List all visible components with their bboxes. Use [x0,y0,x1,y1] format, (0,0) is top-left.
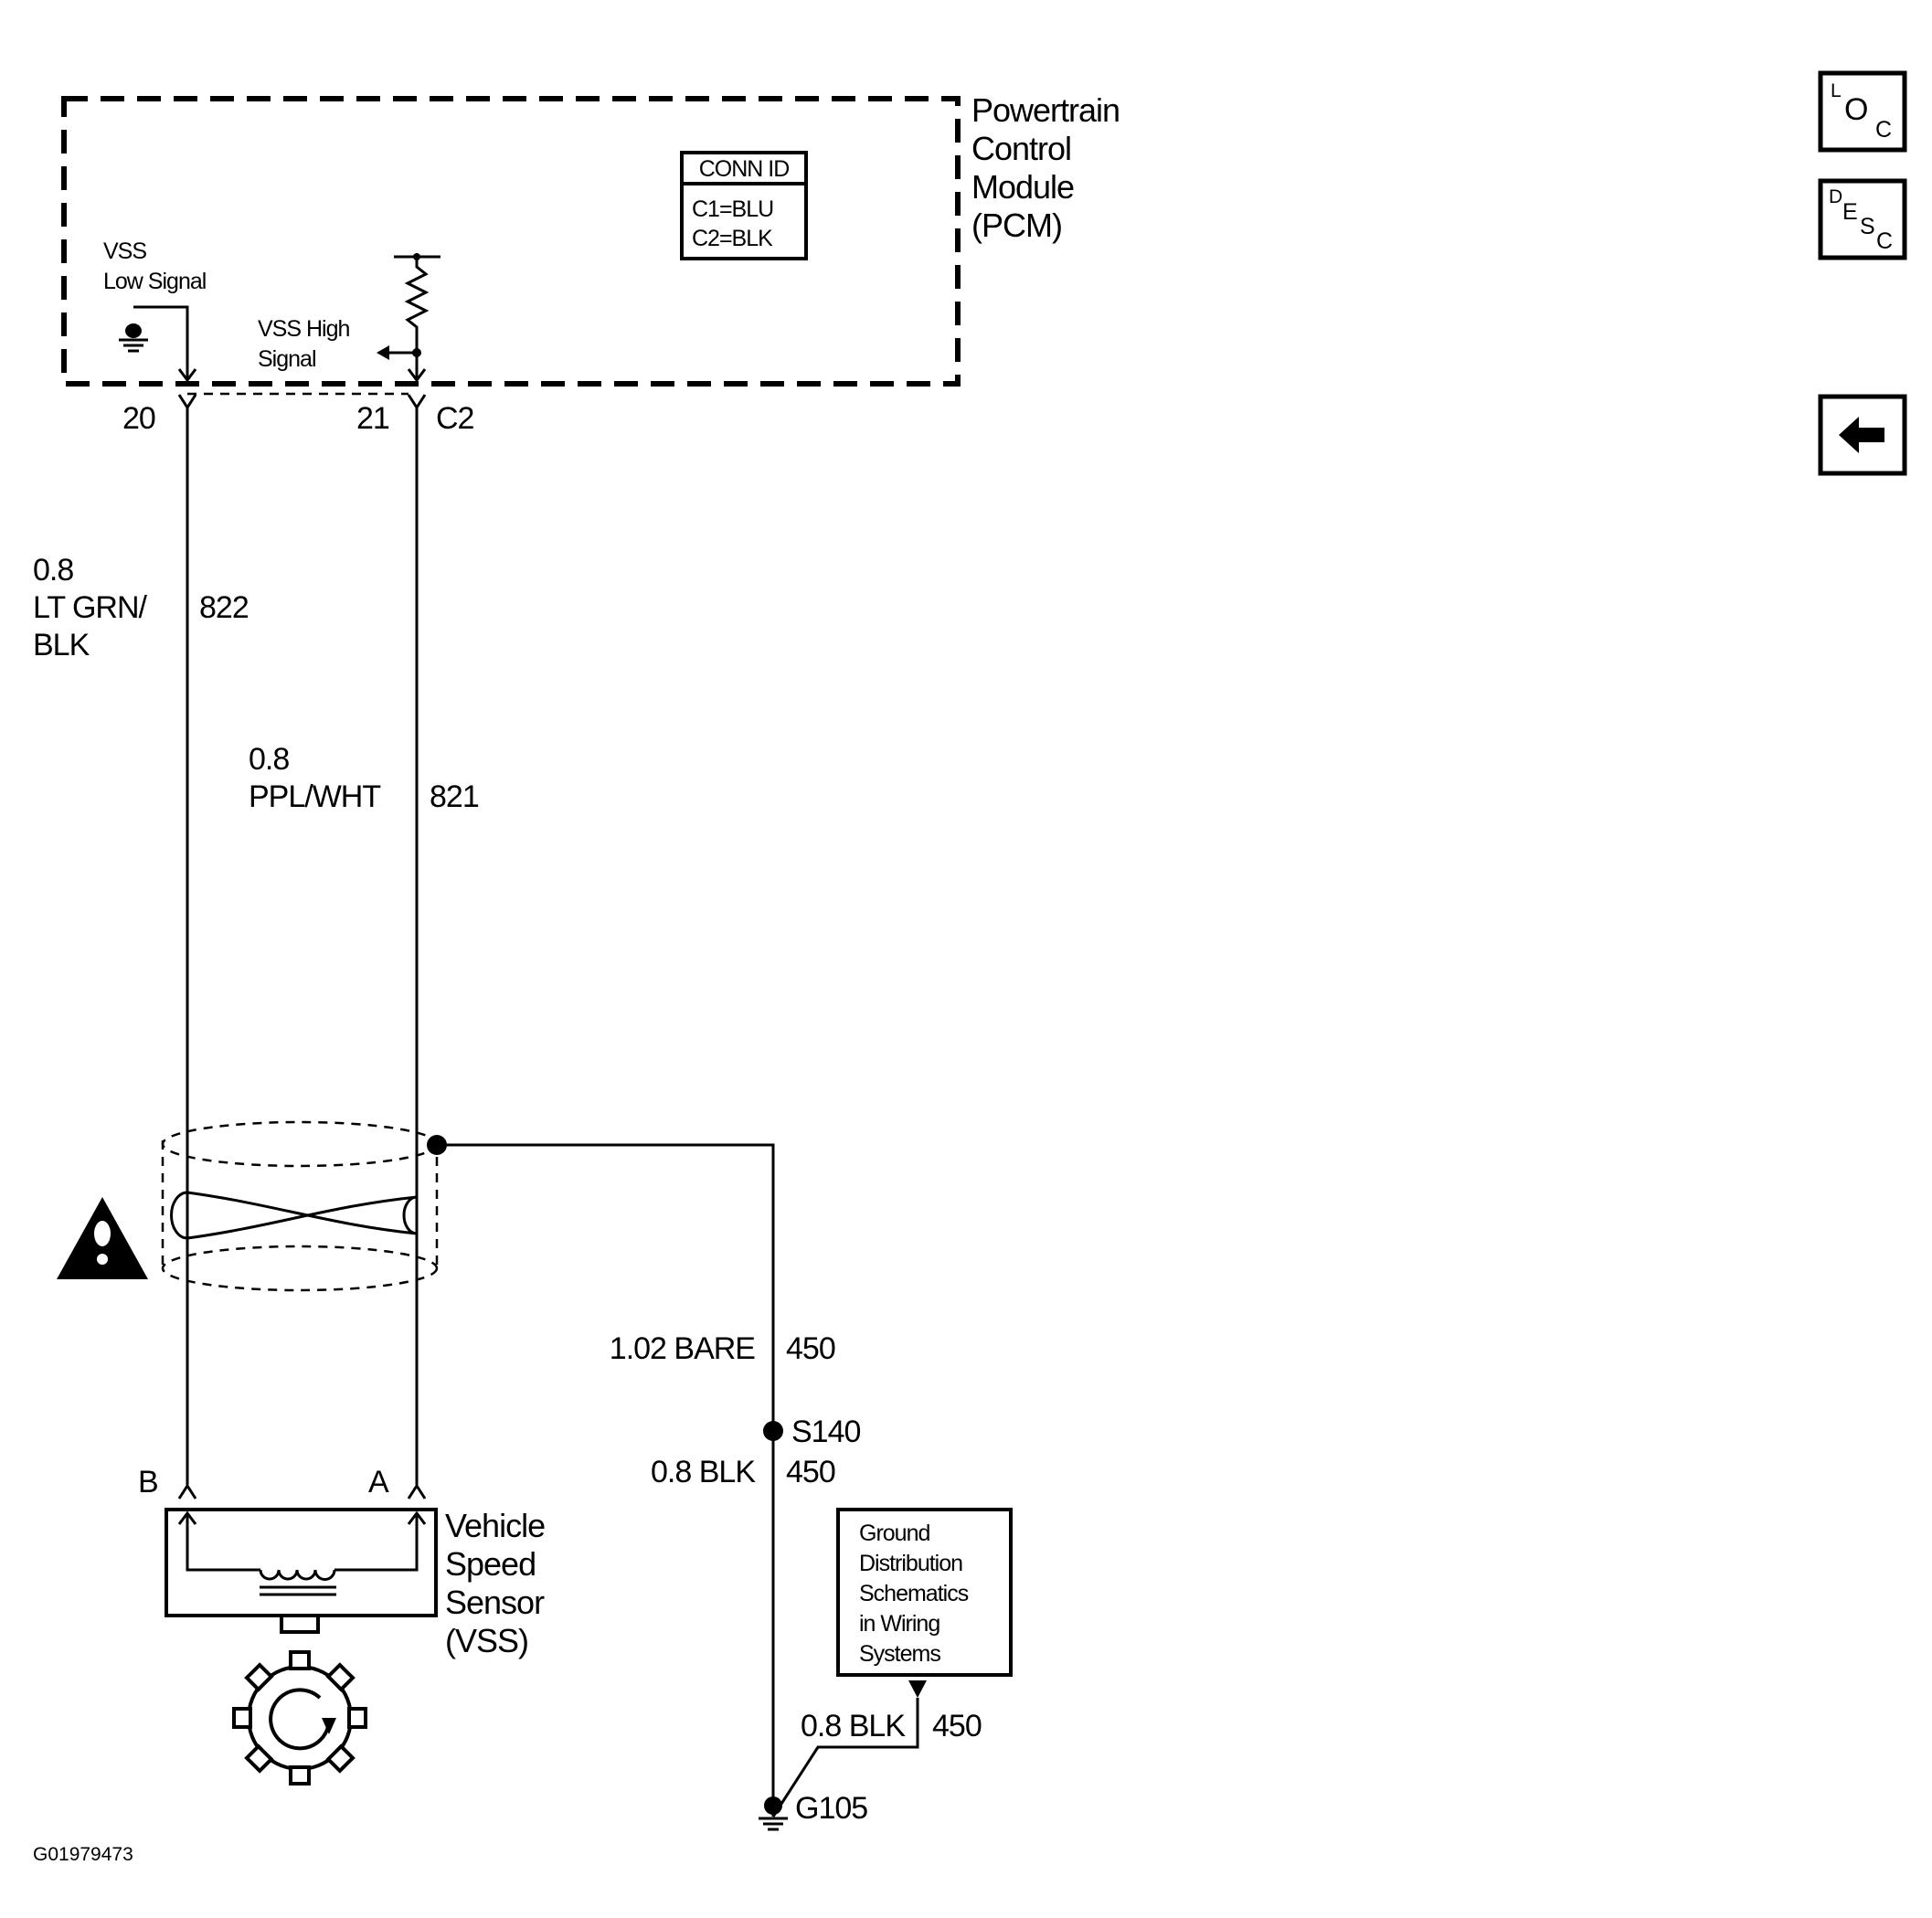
vss-low-signal-line-2: Low Signal [103,269,206,294]
description-button[interactable]: D E S C [1818,178,1907,260]
vss-high-signal-line-2: Signal [258,346,316,372]
sensor-name-line-3: Sensor [445,1584,545,1621]
loc-letter-c: C [1875,117,1892,143]
wire-450-drain-label: 1.02 BARE [610,1331,756,1366]
pcm-boundary [61,96,961,387]
ground-ref-line-4: in Wiring [859,1611,939,1637]
sensor-pin-b: B [138,1465,158,1499]
wire-450-ground2-circuit: 450 [932,1709,982,1743]
conn-id-box: CONN ID C1=BLU C2=BLK [680,151,808,260]
warning-triangle-icon [57,1197,148,1279]
left-arrow-icon [1839,417,1884,453]
pcm-module: Powertrain Control Module (PCM) CONN ID … [61,91,1120,396]
sensor-pin-a: A [368,1465,389,1499]
pcm-connector-c2: 20 21 C2 [122,394,475,436]
desc-letter-s: S [1860,214,1874,239]
splice-s140-dot [763,1421,783,1441]
wire-450-ground2-label: 0.8 BLK [801,1709,906,1743]
pcm-name-line-2: Control [971,130,1071,167]
connector-c2-label: C2 [436,401,474,436]
wire-822-circuit: 822 [199,590,249,625]
ground-ref-line-3: Schematics [859,1581,969,1606]
gear-rotation-icon [232,1650,367,1786]
conn-id-line-1: C1=BLU [692,196,773,222]
wire-821-gauge: 0.8 [249,742,289,777]
wire-822-gauge: 0.8 [33,553,73,588]
wire-450-drain [437,1143,775,1817]
pcm-name-line-4: (PCM) [971,207,1062,244]
wire-450-ground1-circuit: 450 [786,1455,835,1489]
pcm-name-line-3: Module [971,168,1074,206]
figure-id: G01979473 [33,1844,133,1865]
pin-21-label: 21 [356,401,389,436]
wire-822-color-line-1: LT GRN/ [33,590,148,625]
wire-822-color-line-2: BLK [33,628,90,662]
vss-high-signal-line-1: VSS High [258,316,349,342]
internal-ground-icon [119,323,148,353]
sensor-name-line-4: (VSS) [445,1622,528,1659]
sensor-name-line-2: Speed [445,1545,536,1583]
pull-up-resistor-icon [394,253,441,378]
location-button[interactable]: L O C [1818,70,1907,153]
wire-821-color: PPL/WHT [249,779,380,814]
coil-icon [259,1569,336,1581]
pcm-name-line-1: Powertrain [971,91,1120,129]
back-button[interactable] [1818,394,1907,476]
pin-21-arrow-icon [407,368,427,383]
ground-g105-icon [759,1796,788,1831]
wire-450-drain-circuit: 450 [786,1331,835,1366]
twisted-pair-shield [161,1120,439,1292]
ground-ref-line-1: Ground [859,1521,929,1546]
pin-20-arrow-icon [177,368,197,383]
signal-arrow-icon [377,345,389,360]
pin-20-label: 20 [122,401,155,436]
ground-ref-line-5: Systems [859,1641,940,1667]
sensor-name-line-1: Vehicle [445,1507,545,1544]
desc-letter-c: C [1876,228,1893,254]
wire-821-circuit: 821 [430,779,479,814]
ground-ref-line-2: Distribution [859,1551,962,1576]
conn-id-line-2: C2=BLK [692,226,773,251]
vehicle-speed-sensor: B A Vehicle Speed Sensor (VSS) [138,1465,546,1659]
splice-s140-label: S140 [791,1415,860,1449]
ground-g105-label: G105 [795,1791,867,1826]
vss-low-signal-line-1: VSS [103,238,146,264]
loc-letter-o: O [1844,92,1867,127]
ground-distribution-reference: Ground Distribution Schematics in Wiring… [836,1508,1013,1677]
desc-letter-e: E [1842,199,1857,225]
conn-id-title: CONN ID [699,156,790,182]
ground-ref-arrow-icon [908,1680,927,1698]
desc-letter-d: D [1829,186,1842,207]
loc-letter-l: L [1831,80,1842,101]
wire-450-ground1-label: 0.8 BLK [651,1455,756,1489]
